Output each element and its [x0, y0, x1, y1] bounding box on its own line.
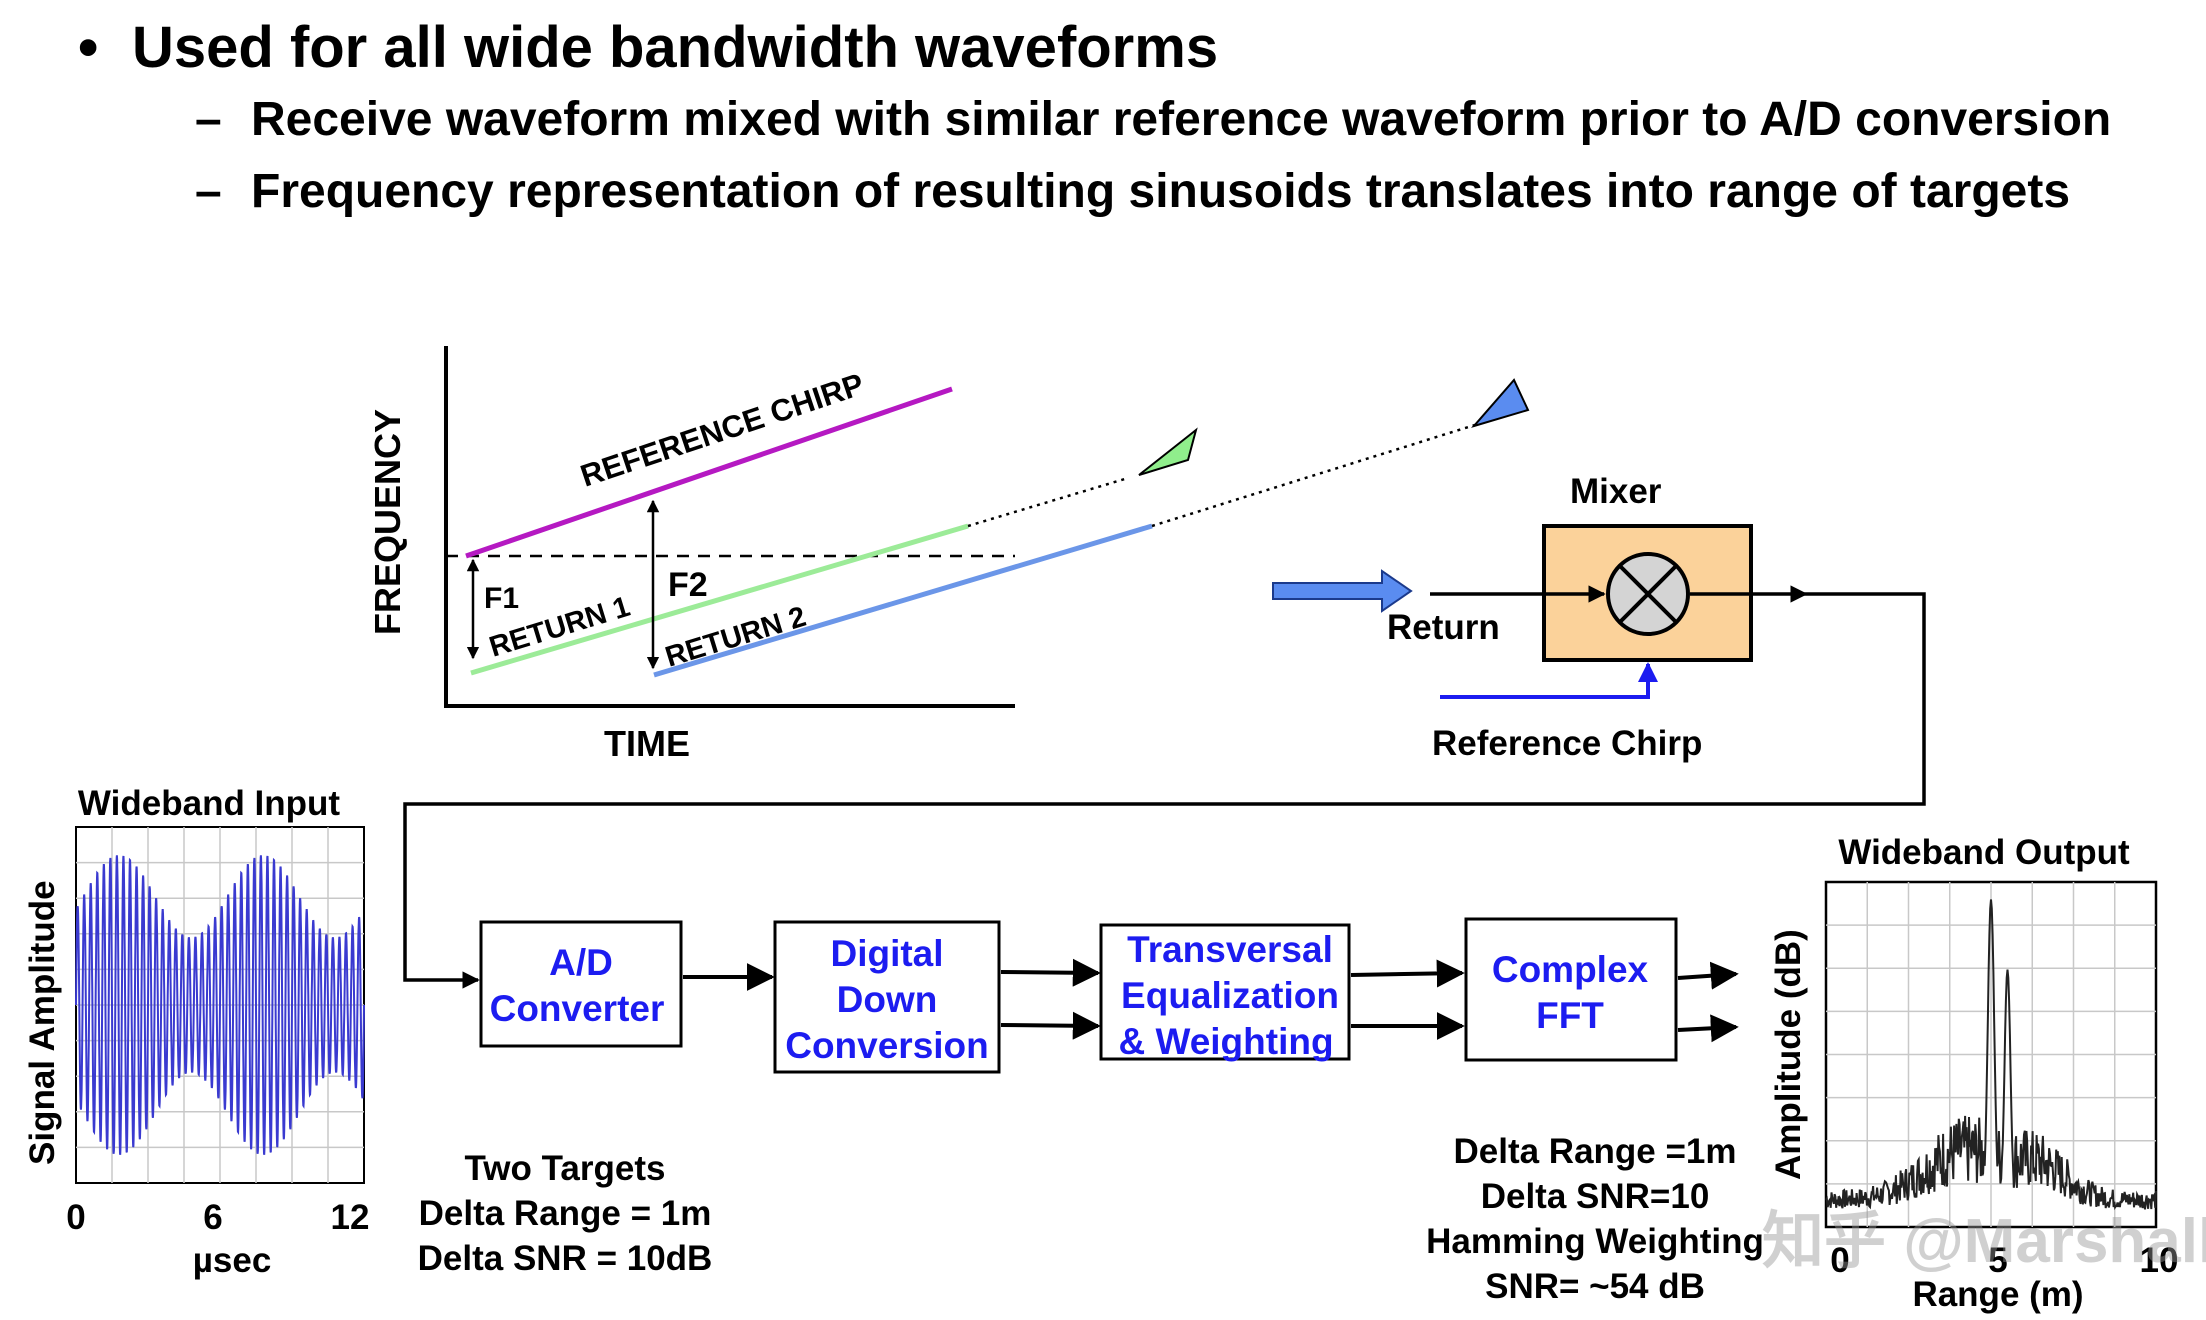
- ddc-line2: Down: [837, 979, 938, 1020]
- teq-line3: & Weighting: [1118, 1021, 1333, 1062]
- output-x-axis-label: Range (m): [1912, 1275, 2083, 1314]
- wideband-output-plot: Wideband Output Amplitude (dB) 0 5 10 Ra…: [1769, 833, 2178, 1314]
- sub-bullet-text: Receive waveform mixed with similar refe…: [251, 93, 2112, 146]
- note-right-line4: SNR= ~54 dB: [1485, 1267, 1705, 1306]
- return-1-extension: [967, 476, 1129, 528]
- output-xtick-10: 10: [2140, 1241, 2179, 1280]
- output-plot-grid: [1826, 882, 2156, 1227]
- transversal-equalization-block: [1099, 923, 1351, 1061]
- return-2-extension: [1151, 422, 1479, 528]
- wideband-input-plot: Wideband Input Signal Amplitude 0 6 12 µ…: [23, 784, 369, 1280]
- reference-chirp-label: REFERENCE CHIRP: [576, 366, 868, 493]
- input-y-axis-label: Signal Amplitude: [23, 880, 62, 1165]
- note-right-line1: Delta Range =1m: [1453, 1132, 1736, 1171]
- reference-chirp-label: Reference Chirp: [1432, 724, 1702, 763]
- output-y-axis-label: Amplitude (dB): [1769, 929, 1808, 1180]
- input-signal-line: [75, 855, 365, 1155]
- output-plot-title: Wideband Output: [1838, 833, 2130, 872]
- input-x-axis-label: µsec: [193, 1241, 272, 1280]
- return-input-arrow-icon: [1272, 569, 1413, 613]
- teq-line2: Equalization: [1121, 975, 1339, 1016]
- fft-out-arrow-i: [1677, 961, 1739, 990]
- output-xtick-0: 0: [1830, 1241, 1849, 1280]
- bullet-main: • Used for all wide bandwidth waveforms: [78, 14, 1218, 81]
- teq-to-fft-arrow-i: [1350, 959, 1465, 988]
- mixer-to-ad-line: [403, 592, 1926, 989]
- note-right-line3: Hamming Weighting: [1426, 1222, 1764, 1261]
- note-left-line1: Two Targets: [465, 1149, 666, 1188]
- ad-line1: A/D: [549, 942, 613, 983]
- mixer-title: Mixer: [1570, 472, 1662, 511]
- time-axis-label: TIME: [604, 723, 690, 764]
- watermark: 知乎 @MarshallOver: [1762, 1207, 2206, 1276]
- ad-converter-block: [479, 920, 683, 1048]
- note-left-line2: Delta Range = 1m: [419, 1194, 712, 1233]
- sub-bullet-text: Frequency representation of resulting si…: [251, 165, 2071, 218]
- reference-chirp-line: [1440, 662, 1658, 699]
- digital-down-conversion-block: [773, 920, 1001, 1074]
- bullet-marker: •: [78, 15, 99, 80]
- fft-line2: FFT: [1536, 995, 1604, 1036]
- input-plot-title: Wideband Input: [78, 784, 340, 823]
- target-1-icon: [1138, 427, 1198, 476]
- input-xtick-0: 0: [66, 1198, 85, 1237]
- sub-bullet-1: –Receive waveform mixed with similar ref…: [195, 92, 2111, 147]
- output-spectrum-line: [1825, 899, 2157, 1211]
- fft-line1: Complex: [1492, 949, 1649, 990]
- input-xtick-6: 6: [203, 1198, 222, 1237]
- f2-label: F2: [668, 566, 708, 604]
- chirp-diagram: FREQUENCY TIME F1 F2 REFERENCE CHIRP RET…: [367, 346, 1530, 764]
- note-left-line3: Delta SNR = 10dB: [418, 1239, 713, 1278]
- complex-fft-block: [1464, 917, 1678, 1062]
- processing-chain: A/D Converter Digital Down Conversion Tr…: [479, 917, 1739, 1074]
- output-xtick-5: 5: [1988, 1241, 2007, 1280]
- ad-line2: Converter: [490, 988, 665, 1029]
- return-label: Return: [1387, 608, 1500, 647]
- ddc-to-teq-arrow-q: [1000, 1011, 1101, 1040]
- mixer-section: Mixer Return Reference Chirp: [403, 472, 1926, 989]
- notes-right: Delta Range =1m Delta SNR=10 Hamming Wei…: [1426, 1132, 1764, 1306]
- return-2-line: [653, 523, 1153, 678]
- sub-bullet-2: –Frequency representation of resulting s…: [195, 164, 2070, 219]
- frequency-axis-label: FREQUENCY: [367, 409, 408, 635]
- ddc-line1: Digital: [830, 933, 943, 974]
- input-xtick-12: 12: [331, 1198, 370, 1237]
- fft-out-arrow-q: [1677, 1014, 1739, 1043]
- f1-label: F1: [484, 582, 519, 615]
- ddc-line3: Conversion: [785, 1025, 989, 1066]
- teq-line1: Transversal: [1127, 929, 1333, 970]
- mixer-cross-b: [1618, 564, 1678, 624]
- note-right-line2: Delta SNR=10: [1481, 1177, 1710, 1216]
- target-2-icon: [1470, 378, 1530, 428]
- ddc-to-teq-arrow-i: [1000, 958, 1101, 987]
- dash-marker: –: [195, 93, 222, 146]
- notes-left: Two Targets Delta Range = 1m Delta SNR =…: [418, 1149, 713, 1278]
- return-1-line: [470, 523, 969, 676]
- dash-marker: –: [195, 165, 222, 218]
- reference-chirp-line: [465, 386, 953, 559]
- bullet-text: Used for all wide bandwidth waveforms: [132, 15, 1219, 80]
